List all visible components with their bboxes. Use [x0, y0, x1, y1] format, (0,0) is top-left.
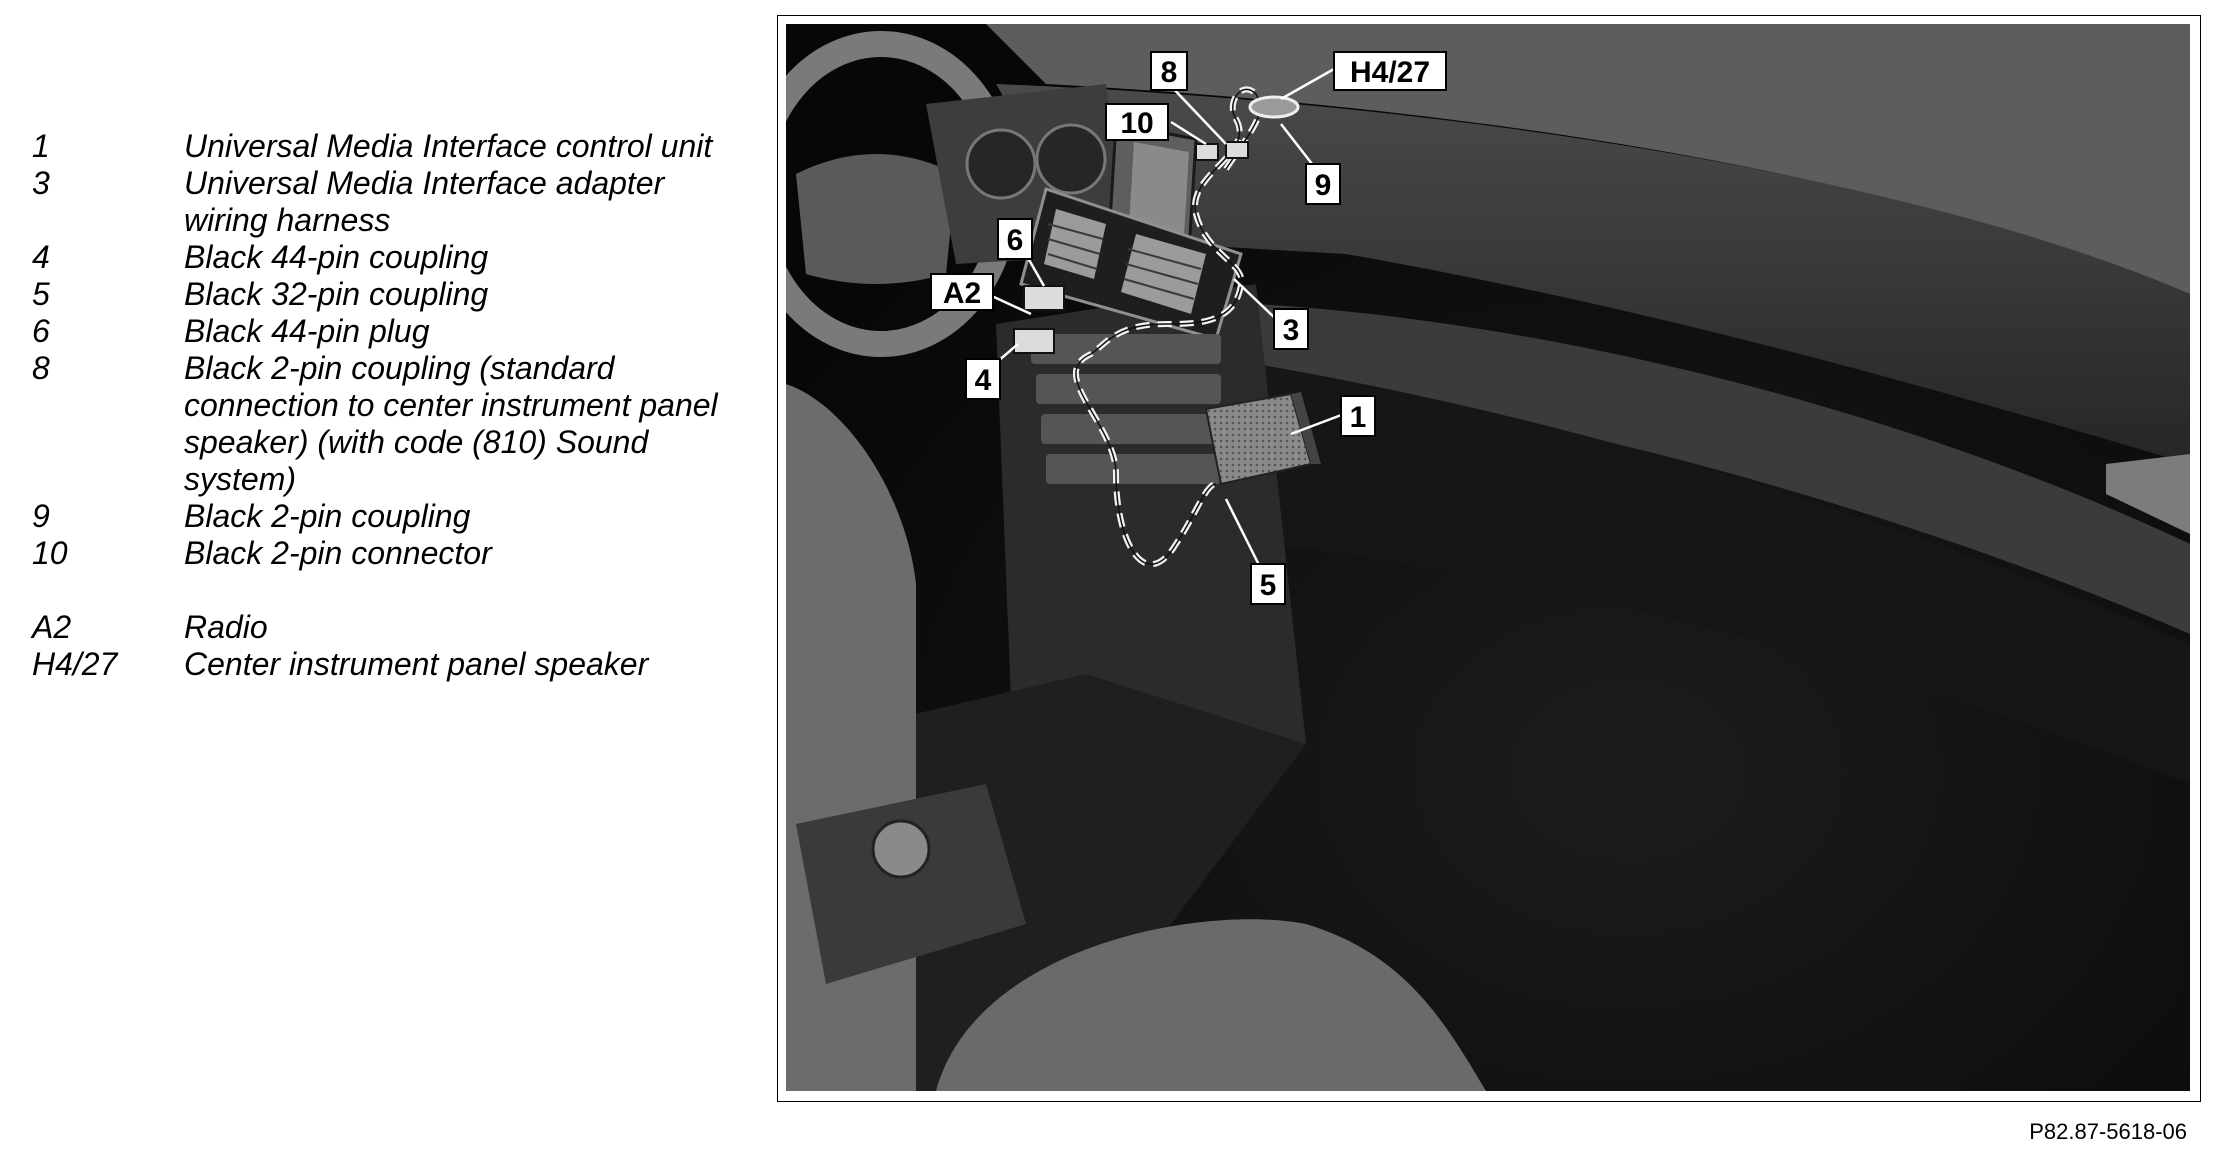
speaker-h4-27: [1248, 95, 1300, 119]
callout-h4-27: H4/27: [1333, 51, 1447, 91]
legend-description: Universal Media Interface adapter wiring…: [184, 165, 665, 238]
legend-description: Universal Media Interface control unit: [184, 128, 713, 164]
vent-slats: [1047, 223, 1202, 300]
legend-row-6: 6 Black 44-pin plug: [32, 313, 732, 350]
dashboard-illustration: 8 10 H4/27 9 6 A2 4 3: [786, 24, 2190, 1091]
legend-row-1: 1 Universal Media Interface control unit: [32, 128, 732, 165]
svg-text:H4/27: H4/27: [1350, 56, 1430, 89]
legend-number: 5: [32, 276, 50, 312]
svg-text:4: 4: [975, 364, 992, 397]
legend-number: H4/27: [32, 646, 118, 682]
callout-5: 5: [1250, 563, 1286, 605]
legend-description: Black 2-pin connector: [184, 535, 492, 571]
callout-10: 10: [1105, 103, 1169, 141]
steering-hub: [796, 154, 956, 284]
svg-text:1: 1: [1350, 401, 1367, 434]
console-buttons: [1031, 334, 1221, 484]
right-vent: [2106, 454, 2190, 534]
legend-row-8: 8 Black 2-pin coupling (standard connect…: [32, 350, 732, 498]
svg-text:10: 10: [1120, 107, 1153, 140]
legend-description: Black 2-pin coupling: [184, 498, 471, 534]
dashboard-figure-frame: 8 10 H4/27 9 6 A2 4 3: [777, 15, 2201, 1102]
reference-code: P82.87-5618-06: [2029, 1119, 2187, 1144]
legend-number: 6: [32, 313, 50, 349]
legend-number: 10: [32, 535, 68, 571]
legend-number: 9: [32, 498, 50, 534]
callout-6: 6: [997, 218, 1033, 260]
legend-description: Black 2-pin coupling (standard connectio…: [184, 350, 718, 497]
control-knob-area: [796, 784, 1026, 984]
legend-description: Black 44-pin coupling: [184, 239, 489, 275]
callout-8: 8: [1150, 51, 1188, 91]
windshield: [986, 24, 2190, 294]
legend-number: A2: [32, 609, 72, 645]
control-knob: [871, 819, 931, 879]
legend-row-a2: A2 Radio: [32, 609, 732, 646]
svg-text:5: 5: [1260, 569, 1277, 602]
gauge-left: [965, 128, 1037, 200]
callout-3: 3: [1273, 308, 1309, 350]
legend-row-4: 4 Black 44-pin coupling: [32, 239, 732, 276]
legend-number: 3: [32, 165, 50, 201]
dashboard-top: [996, 84, 2190, 464]
glovebox: [1256, 364, 2190, 784]
legend-row-5: 5 Black 32-pin coupling: [32, 276, 732, 313]
svg-text:3: 3: [1283, 314, 1300, 347]
legend-row-10: 10 Black 2-pin connector: [32, 535, 732, 572]
gauge-right: [1035, 123, 1107, 195]
callout-1: 1: [1340, 395, 1376, 437]
legend-description: Black 44-pin plug: [184, 313, 430, 349]
wood-trim: [1256, 304, 2190, 634]
legend-description: Center instrument panel speaker: [184, 646, 649, 682]
svg-text:A2: A2: [943, 277, 981, 310]
svg-text:8: 8: [1161, 56, 1178, 89]
passenger-seat: [936, 919, 1486, 1091]
legend-description: Black 32-pin coupling: [184, 276, 489, 312]
connector-4: [1013, 328, 1055, 354]
legend-row-3: 3 Universal Media Interface adapter wiri…: [32, 165, 732, 239]
legend-number: 1: [32, 128, 50, 164]
legend-row-9: 9 Black 2-pin coupling: [32, 498, 732, 535]
callout-4: 4: [965, 358, 1001, 400]
wiring-harness-outline: [1075, 88, 1261, 565]
legend-number: 8: [32, 350, 50, 386]
legend-number: 4: [32, 239, 50, 275]
callout-a2: A2: [930, 273, 994, 311]
legend-list: 1 Universal Media Interface control unit…: [32, 128, 732, 683]
legend-row-h4-27: H4/27 Center instrument panel speaker: [32, 646, 732, 683]
connector-6: [1023, 285, 1065, 311]
connector-10: [1195, 143, 1219, 161]
connector-8: [1225, 141, 1249, 159]
callout-9: 9: [1305, 163, 1341, 205]
svg-text:6: 6: [1007, 224, 1024, 257]
legend-description: Radio: [184, 609, 268, 645]
svg-text:9: 9: [1315, 169, 1332, 202]
